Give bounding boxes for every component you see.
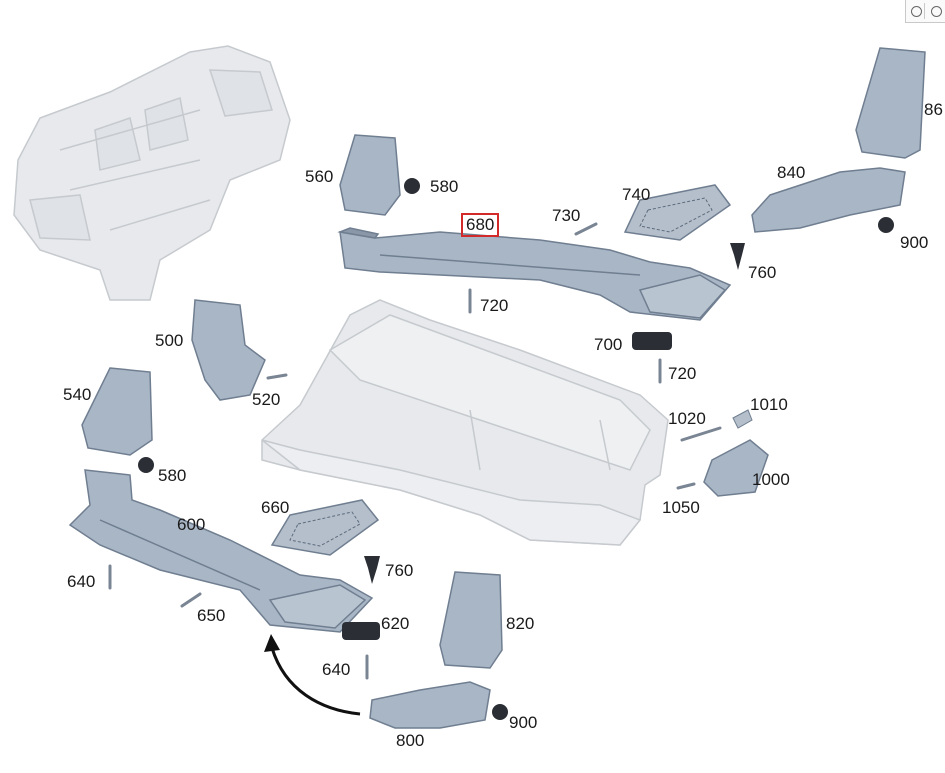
screw-650 xyxy=(180,592,202,608)
label-580[interactable]: 580 xyxy=(430,177,459,196)
label-730[interactable]: 730 xyxy=(552,206,581,225)
ghost-hvac-unit xyxy=(13,45,291,301)
label-650[interactable]: 650 xyxy=(197,606,226,625)
circle-icon xyxy=(911,6,922,17)
label-540[interactable]: 540 xyxy=(63,385,92,404)
view-toggle-button-2[interactable] xyxy=(928,3,944,19)
circle-icon xyxy=(931,6,942,17)
tab-1010 xyxy=(732,409,753,429)
ghost-center-console xyxy=(261,299,669,546)
nut-580b xyxy=(138,457,154,473)
duct-800[interactable] xyxy=(369,681,491,729)
label-760[interactable]: 760 xyxy=(748,263,777,282)
label-720[interactable]: 720 xyxy=(668,364,697,383)
label-1000[interactable]: 1000 xyxy=(752,470,790,489)
duct-500[interactable] xyxy=(191,299,266,401)
screws xyxy=(108,222,722,680)
hardware-items xyxy=(138,178,894,720)
label-900[interactable]: 900 xyxy=(900,233,929,252)
label-800[interactable]: 800 xyxy=(396,731,425,750)
screw-520 xyxy=(266,373,288,380)
label-640[interactable]: 640 xyxy=(322,660,351,679)
view-control-widget[interactable] xyxy=(905,0,945,23)
duct-560[interactable] xyxy=(339,134,401,216)
duct-680[interactable] xyxy=(337,227,732,321)
clip-760b xyxy=(364,556,380,584)
label-600[interactable]: 600 xyxy=(177,515,206,534)
label-520[interactable]: 520 xyxy=(252,390,281,409)
label-1050[interactable]: 1050 xyxy=(662,498,700,517)
duct-860[interactable] xyxy=(855,47,926,159)
label-1010[interactable]: 1010 xyxy=(750,395,788,414)
label-660[interactable]: 660 xyxy=(261,498,290,517)
assembly-arrow xyxy=(264,634,361,716)
label-500[interactable]: 500 xyxy=(155,331,184,350)
label-720[interactable]: 720 xyxy=(480,296,509,315)
label-1020[interactable]: 1020 xyxy=(668,409,706,428)
duct-600[interactable] xyxy=(68,469,374,633)
label-680[interactable]: 680 xyxy=(461,213,500,237)
duct-540[interactable] xyxy=(81,367,153,456)
outlet-1000[interactable] xyxy=(703,439,769,497)
nut-900b xyxy=(492,704,508,720)
label-620[interactable]: 620 xyxy=(381,614,410,633)
label-700[interactable]: 700 xyxy=(594,335,623,354)
grille-660[interactable] xyxy=(270,499,380,556)
label-840[interactable]: 840 xyxy=(777,163,806,182)
label-820[interactable]: 820 xyxy=(506,614,535,633)
grille-740[interactable] xyxy=(623,184,732,241)
nut-900a xyxy=(878,217,894,233)
label-860[interactable]: 86 xyxy=(924,100,943,119)
sensor-620 xyxy=(342,622,380,640)
label-760[interactable]: 760 xyxy=(385,561,414,580)
duct-840[interactable] xyxy=(751,167,906,233)
nut-580a xyxy=(404,178,420,194)
label-560[interactable]: 560 xyxy=(305,167,334,186)
label-900[interactable]: 900 xyxy=(509,713,538,732)
label-580[interactable]: 580 xyxy=(158,466,187,485)
view-toggle-button[interactable] xyxy=(908,3,925,19)
label-740[interactable]: 740 xyxy=(622,185,651,204)
sensor-700 xyxy=(632,332,672,350)
rod-1020 xyxy=(680,426,722,442)
label-640[interactable]: 640 xyxy=(67,572,96,591)
screw-730 xyxy=(574,222,598,236)
duct-820[interactable] xyxy=(439,571,503,669)
clip-760a xyxy=(730,243,745,270)
screw-1050 xyxy=(676,482,696,490)
